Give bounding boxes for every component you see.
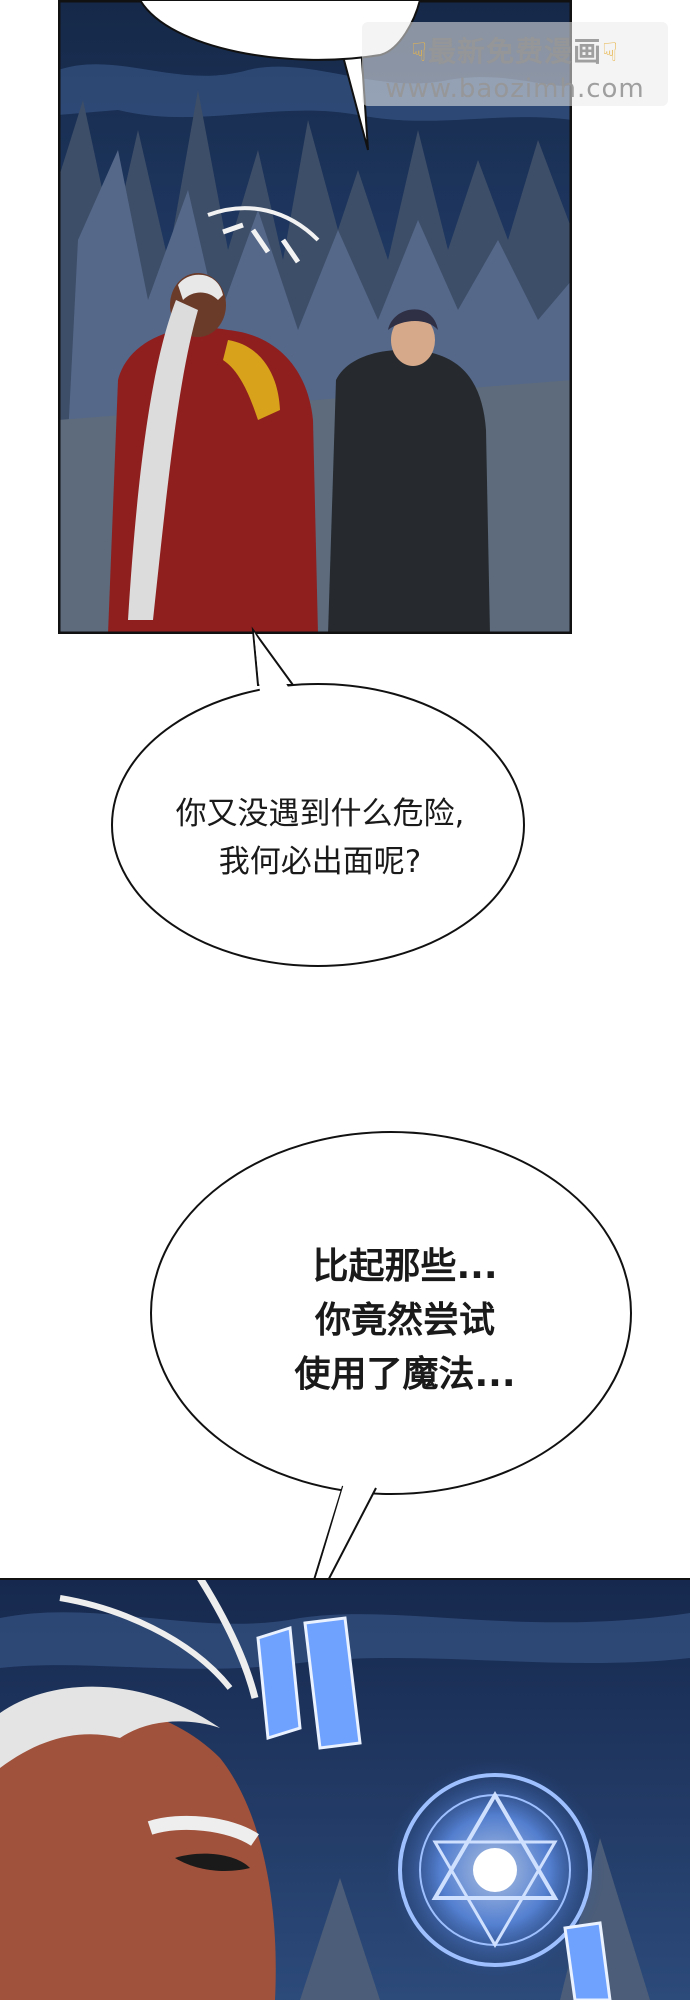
bubble-1-line-1: 你又没遇到什么危险,	[175, 796, 465, 832]
bottom-panel-artwork	[0, 1578, 690, 2000]
bubble-2-line-2: 你竟然尝试	[314, 1300, 495, 1341]
watermark: ☟最新免费漫画☟ www.baozimh.com	[362, 22, 668, 106]
speech-bubble-2-text: 比起那些... 你竟然尝试 使用了魔法...	[210, 1240, 600, 1402]
bubble-2-line-3: 使用了魔法...	[294, 1354, 516, 1395]
bottom-comic-panel	[0, 1578, 690, 2000]
bubble-1-line-2: 我何必出面呢?	[218, 844, 422, 880]
pointing-down-hand-icon: ☟	[602, 38, 619, 68]
speech-bubble-1	[108, 590, 528, 970]
watermark-url: www.baozimh.com	[385, 74, 645, 104]
pointing-down-hand-icon: ☟	[411, 38, 428, 68]
speech-bubble-1-text: 你又没遇到什么危险, 我何必出面呢?	[120, 790, 520, 886]
bubble-2-line-1: 比起那些...	[312, 1246, 498, 1287]
watermark-title: ☟最新免费漫画☟	[411, 35, 619, 68]
speech-bubble-1-shape	[111, 626, 525, 967]
